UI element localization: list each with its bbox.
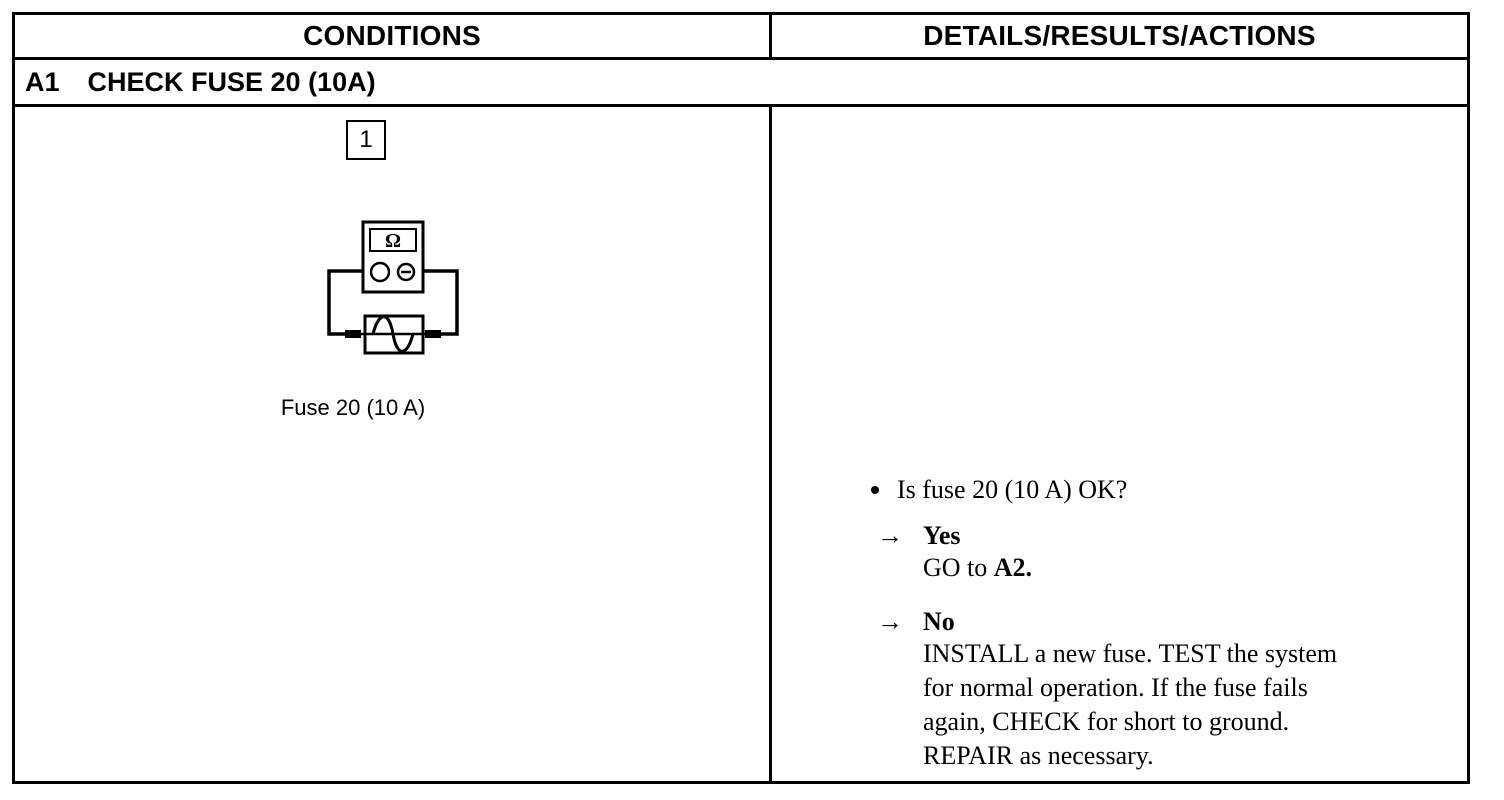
action-line: again, CHECK for short to ground.: [923, 707, 1290, 736]
step-name: CHECK FUSE 20 (10A): [87, 66, 376, 97]
action-line: REPAIR as necessary.: [923, 741, 1154, 770]
step-title: A1 CHECK FUSE 20 (10A): [25, 59, 376, 105]
right-test-lead: [423, 269, 459, 336]
positive-terminal: [369, 261, 391, 283]
arrow-right-icon: →: [877, 521, 903, 550]
arrow-right-icon: →: [877, 607, 903, 636]
figure-number-box: 1: [346, 120, 386, 160]
ohm-symbol: Ω: [385, 230, 401, 252]
procedure-table: CONDITIONS DETAILS/RESULTS/ACTIONS A1 CH…: [12, 12, 1470, 784]
result-yes: → Yes GO to A2.: [877, 521, 1032, 585]
header-divider: [15, 57, 1467, 60]
step-divider: [15, 104, 1467, 107]
figure-caption: Fuse 20 (10 A): [280, 395, 426, 420]
ohmmeter-display: [369, 228, 417, 252]
action-line: for normal operation. If the fuse fails: [923, 673, 1308, 702]
action-yes: GO to A2.: [923, 553, 1033, 582]
details-header: DETAILS/RESULTS/ACTIONS: [923, 20, 1316, 51]
goto-step-link: A2.: [993, 553, 1033, 582]
answer-yes: Yes: [923, 521, 961, 550]
question-text: Is fuse 20 (10 A) OK?: [897, 475, 1128, 504]
result-no: → No INSTALL a new fuse. TEST the system…: [877, 607, 1337, 773]
left-probe-tip: [345, 330, 361, 338]
header-column-divider: [769, 15, 772, 59]
ohmmeter-fuse-diagram: Ω: [327, 220, 459, 355]
right-probe-tip: [425, 330, 441, 338]
answer-no: No: [923, 607, 955, 636]
step-code: A1: [25, 66, 60, 97]
bullet-icon: [871, 486, 879, 494]
check-question: Is fuse 20 (10 A) OK?: [871, 475, 1127, 505]
action-no: INSTALL a new fuse. TEST the system for …: [923, 637, 1337, 773]
body-column-divider: [769, 104, 772, 781]
left-test-lead: [327, 269, 363, 336]
action-line: INSTALL a new fuse. TEST the system: [923, 639, 1338, 668]
conditions-header: CONDITIONS: [303, 20, 481, 51]
fuse-element: [371, 315, 415, 353]
